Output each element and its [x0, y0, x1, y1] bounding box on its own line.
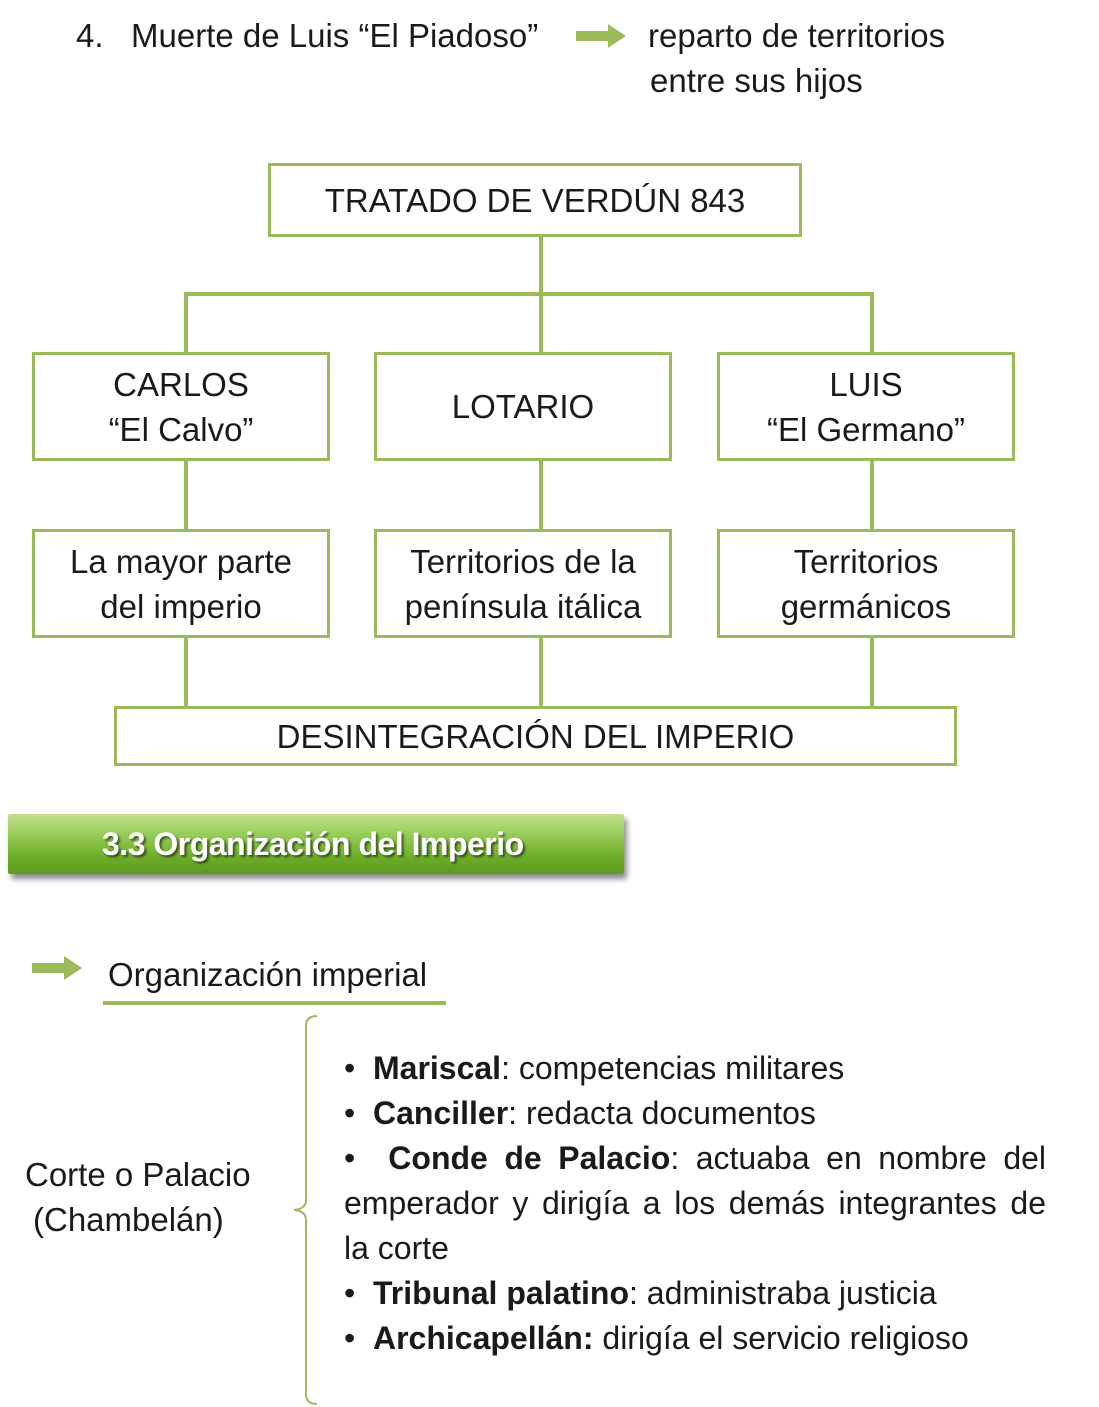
outcome-box: DESINTEGRACIÓN DEL IMPERIO [114, 706, 957, 766]
heir-name: LOTARIO [451, 388, 595, 425]
list-item: • Mariscal: competencias militares [344, 1050, 845, 1086]
territory-box-carlos: La mayor parte del imperio [32, 529, 330, 638]
role-desc: : competencias militares [501, 1050, 845, 1086]
role-term: Mariscal [372, 1050, 502, 1086]
territory-box-luis: Territorios germánicos [717, 529, 1015, 638]
heir-name: CARLOS [113, 365, 249, 403]
territory-text: península itálica [404, 587, 642, 625]
role-desc: dirigía el servicio religioso [593, 1320, 969, 1356]
result-line-2: entre sus hijos [650, 62, 863, 99]
connector-line [184, 460, 188, 531]
role-term: Archicapellán: [372, 1320, 594, 1356]
treaty-box: TRATADO DE VERDÚN 843 [268, 163, 802, 237]
role-term: Tribunal palatino [372, 1275, 629, 1311]
connector-line [184, 292, 188, 353]
court-roles-list: • Mariscal: competencias militares • Can… [344, 1046, 1046, 1361]
arrow-right-icon [576, 24, 626, 48]
territory-box-lotario: Territorios de la península itálica [374, 529, 672, 638]
result-line-1: reparto de territorios [648, 17, 946, 54]
heir-box-carlos: CARLOS “El Calvo” [32, 352, 330, 461]
section-banner: 3.3 Organización del Imperio [8, 814, 624, 874]
territory-text: germánicos [780, 587, 952, 625]
role-desc: : actuaba en nombre del emperador y diri… [344, 1140, 1047, 1266]
territory-text: Territorios [793, 542, 939, 580]
list-item: • Conde de Palacio: actuaba en nombre de… [344, 1140, 1047, 1266]
role-term: Canciller [372, 1095, 509, 1131]
section-subtitle: Organización imperial [108, 956, 428, 993]
territory-text: del imperio [100, 587, 262, 625]
connector-line [539, 460, 543, 531]
connector-line [539, 637, 543, 708]
connector-line [184, 292, 874, 296]
list-item: • Tribunal palatino: administraba justic… [344, 1275, 937, 1311]
list-item: • Canciller: redacta documentos [344, 1095, 816, 1131]
arrow-right-icon [32, 956, 82, 980]
role-desc: : redacta documentos [508, 1095, 816, 1131]
court-sublabel: (Chambelán) [33, 1201, 224, 1238]
brace-icon [293, 1015, 318, 1405]
territory-text: La mayor parte [70, 542, 292, 580]
outcome-label: DESINTEGRACIÓN DEL IMPERIO [276, 717, 795, 755]
heir-name: LUIS [829, 365, 903, 403]
event-text: Muerte de Luis “El Piadoso” [131, 17, 539, 54]
subtitle-underline [103, 1001, 446, 1005]
connector-line [870, 292, 874, 353]
territory-text: Territorios de la [410, 542, 636, 580]
court-label: Corte o Palacio [25, 1156, 251, 1193]
connector-line [539, 236, 543, 294]
connector-line [870, 460, 874, 531]
list-item: • Archicapellán: dirigía el servicio rel… [344, 1320, 969, 1356]
role-desc: : administraba justicia [629, 1275, 937, 1311]
connector-line [870, 637, 874, 708]
heir-box-lotario: LOTARIO [374, 352, 672, 461]
heir-epithet: “El Germano” [766, 410, 966, 448]
list-number: 4. [76, 17, 104, 54]
connector-line [184, 637, 188, 708]
heir-epithet: “El Calvo” [108, 410, 254, 448]
role-term: Conde de Palacio [388, 1140, 671, 1176]
treaty-label: TRATADO DE VERDÚN 843 [324, 181, 746, 219]
connector-line [539, 292, 543, 353]
section-title: 3.3 Organización del Imperio [102, 826, 524, 862]
heir-box-luis: LUIS “El Germano” [717, 352, 1015, 461]
